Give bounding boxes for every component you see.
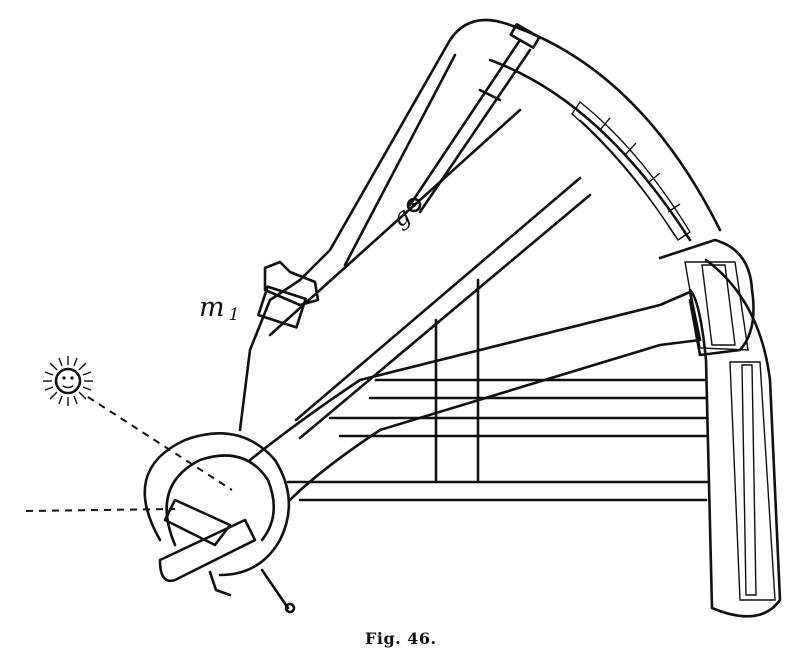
sun-icon — [43, 356, 93, 406]
telescope-tube — [406, 23, 541, 214]
index-mirror-housing — [143, 432, 296, 614]
horizon-ray-dashed — [25, 508, 176, 512]
lower-arc-limb — [688, 258, 782, 618]
figure-caption: Fig. 46. — [365, 629, 437, 648]
sun-ray-dashed — [87, 396, 233, 491]
horizon-mirror — [257, 260, 320, 329]
sextant-frame — [238, 18, 722, 502]
upper-arc-scale — [571, 100, 691, 241]
index-arm — [248, 238, 755, 502]
